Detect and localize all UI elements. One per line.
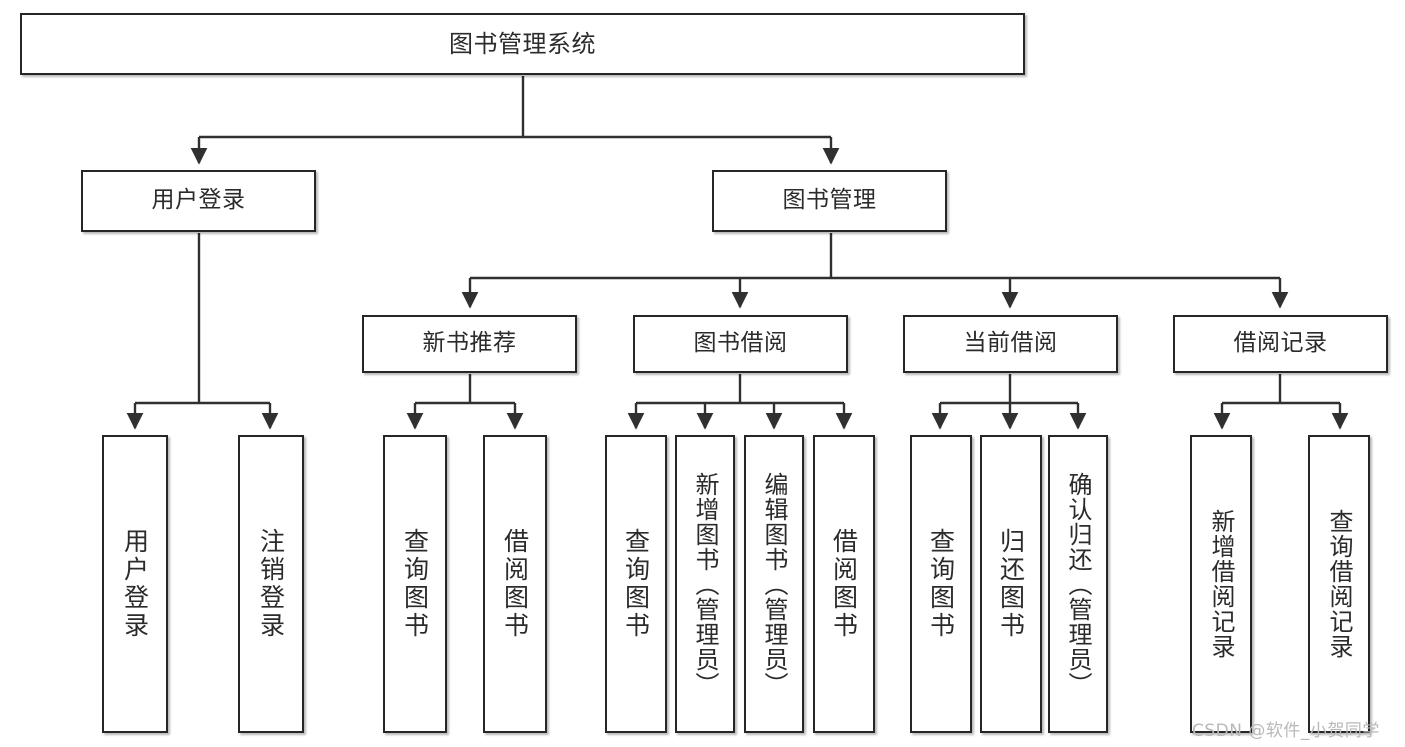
node-book-management[interactable]: 图书管理: [712, 170, 947, 232]
node-label: 图书管理: [782, 187, 877, 214]
leaf-query-books-borrow[interactable]: 查询图书: [605, 435, 667, 733]
node-label: 查询图书: [926, 528, 956, 640]
node-label: 新增图书（管理员）: [691, 471, 719, 697]
node-label: 查询图书: [621, 528, 651, 640]
node-book-borrow[interactable]: 图书借阅: [633, 315, 848, 373]
node-label: 借阅记录: [1233, 330, 1328, 357]
node-label: 确认归还（管理员）: [1064, 471, 1092, 697]
leaf-return-books[interactable]: 归还图书: [980, 435, 1042, 733]
node-user-login[interactable]: 用户登录: [81, 170, 316, 232]
node-label: 编辑图书（管理员）: [760, 471, 788, 697]
node-root-book-management-system[interactable]: 图书管理系统: [20, 13, 1025, 75]
node-label: 新书推荐: [422, 330, 517, 357]
node-label: 借阅图书: [500, 528, 530, 640]
node-label: 新增借阅记录: [1207, 509, 1235, 659]
node-label: 用户登录: [120, 528, 150, 640]
leaf-borrow-books-recommend[interactable]: 借阅图书: [483, 435, 547, 733]
node-label: 图书管理系统: [449, 29, 596, 58]
leaf-add-borrow-record[interactable]: 新增借阅记录: [1190, 435, 1252, 733]
node-label: 当前借阅: [963, 330, 1058, 357]
node-borrow-record[interactable]: 借阅记录: [1173, 315, 1388, 373]
leaf-logout[interactable]: 注销登录: [238, 435, 304, 733]
node-label: 图书借阅: [693, 330, 788, 357]
node-label: 归还图书: [996, 528, 1026, 640]
leaf-borrow-books[interactable]: 借阅图书: [813, 435, 875, 733]
leaf-query-books-recommend[interactable]: 查询图书: [383, 435, 447, 733]
node-label: 查询借阅记录: [1325, 509, 1353, 659]
csdn-watermark: CSDN @软件_小贺同学: [1192, 721, 1380, 741]
leaf-query-borrow-record[interactable]: 查询借阅记录: [1308, 435, 1370, 733]
node-label: 借阅图书: [829, 528, 859, 640]
node-label: 用户登录: [151, 187, 246, 214]
node-label: 查询图书: [400, 528, 430, 640]
leaf-user-login[interactable]: 用户登录: [102, 435, 168, 733]
leaf-confirm-return-admin[interactable]: 确认归还（管理员）: [1048, 435, 1108, 733]
node-new-book-recommend[interactable]: 新书推荐: [362, 315, 577, 373]
node-label: 注销登录: [256, 528, 286, 640]
leaf-query-books-current[interactable]: 查询图书: [910, 435, 972, 733]
leaf-add-book-admin[interactable]: 新增图书（管理员）: [675, 435, 735, 733]
leaf-edit-book-admin[interactable]: 编辑图书（管理员）: [744, 435, 804, 733]
node-current-borrow[interactable]: 当前借阅: [903, 315, 1118, 373]
